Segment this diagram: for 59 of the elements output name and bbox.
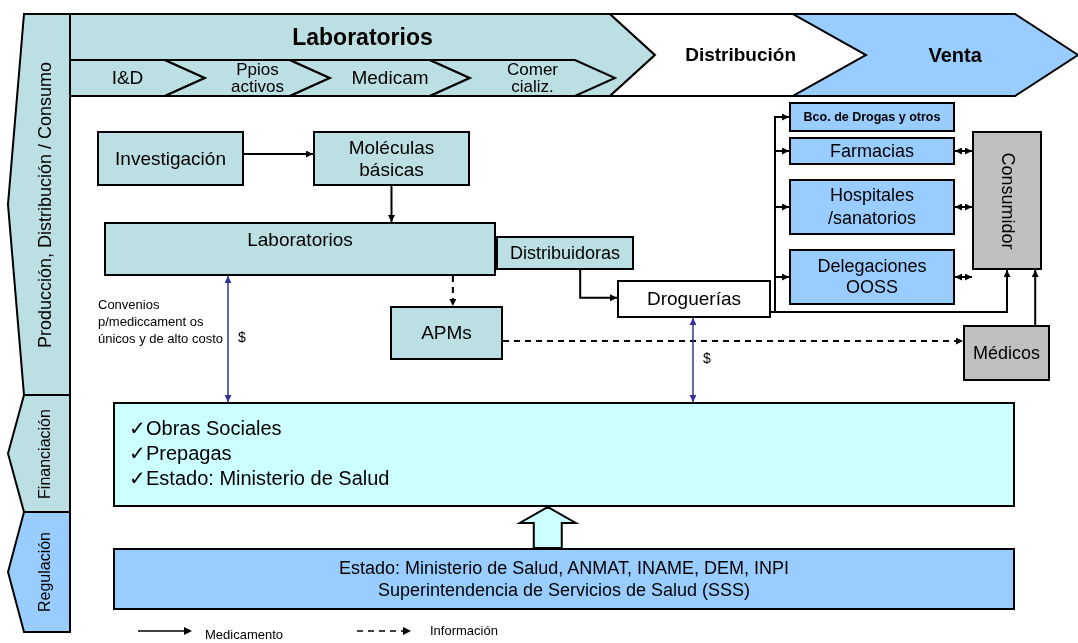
note-text: Convenios p/mediccament os únicos y de alto costo <box>98 296 225 347</box>
arrow <box>954 203 973 211</box>
arrow <box>243 150 314 158</box>
arrow <box>388 185 395 223</box>
node-label: Farmacias <box>830 139 914 163</box>
process-box <box>496 236 634 270</box>
node-label: Laboratorios <box>247 228 353 252</box>
process-box <box>113 548 1015 610</box>
node-label: ✓Prepagas <box>129 441 233 466</box>
process-box <box>963 325 1050 381</box>
dashed-arrow <box>449 275 457 307</box>
node-label: Producción, Distribución / Consumo <box>34 61 56 348</box>
process-box <box>789 137 955 165</box>
arrow <box>954 273 973 281</box>
node-label: Médicos <box>973 341 1040 365</box>
node-label: Ppios activos <box>230 61 285 95</box>
arrow <box>954 147 973 155</box>
edge-label: $ <box>703 350 711 367</box>
process-box <box>97 131 244 186</box>
node-label: Estado: Ministerio de Salud, ANMAT, INAME, DEM, INPI <box>339 557 789 579</box>
dashed-arrow <box>502 337 964 345</box>
node-label: Laboratorios <box>292 22 433 52</box>
node-label: Moléculas básicas <box>347 136 436 181</box>
node-label: Delegaciones OOSS <box>816 256 928 298</box>
arrow <box>770 269 1011 313</box>
node-label: Investigación <box>115 146 226 171</box>
process-box <box>972 131 1042 270</box>
process-box <box>390 306 503 360</box>
node-label: Superintendencia de Servicios de Salud (SSS) <box>377 579 751 601</box>
legend-label: Información <box>430 623 498 638</box>
node-label: APMs <box>421 321 472 345</box>
node-label: Regulación <box>36 531 55 613</box>
process-box <box>789 102 955 132</box>
node-label: Hospitales /sanatorios <box>826 184 918 230</box>
node-label: Comer cializ. <box>506 61 559 95</box>
node-label: Consumidor <box>996 152 1018 249</box>
node-label: Droguerías <box>647 287 741 311</box>
arrow <box>579 269 618 302</box>
process-box <box>617 280 771 318</box>
node-label: ✓Obras Sociales <box>129 416 283 441</box>
process-box <box>104 222 496 276</box>
process-box <box>789 179 955 235</box>
edge-label: $ <box>238 329 246 346</box>
process-box <box>113 402 1015 507</box>
node-label: ✓Estado: Ministerio de Salud <box>129 466 390 491</box>
process-box <box>313 131 470 186</box>
node-label: Distribución <box>685 43 796 67</box>
arrow <box>1031 269 1039 326</box>
arrow <box>224 275 232 403</box>
legend-label: Medicamento <box>205 627 284 642</box>
node-label: Medicam <box>351 66 429 90</box>
arrow <box>689 317 697 403</box>
node-label: Distribuidoras <box>509 241 620 265</box>
node-label: Bco. de Drogas y otros <box>803 110 941 124</box>
process-box <box>789 249 955 305</box>
block-arrow <box>516 505 580 549</box>
node-label: Financiación <box>36 408 55 499</box>
node-label: I&D <box>111 66 144 90</box>
node-label: Venta <box>928 42 982 68</box>
